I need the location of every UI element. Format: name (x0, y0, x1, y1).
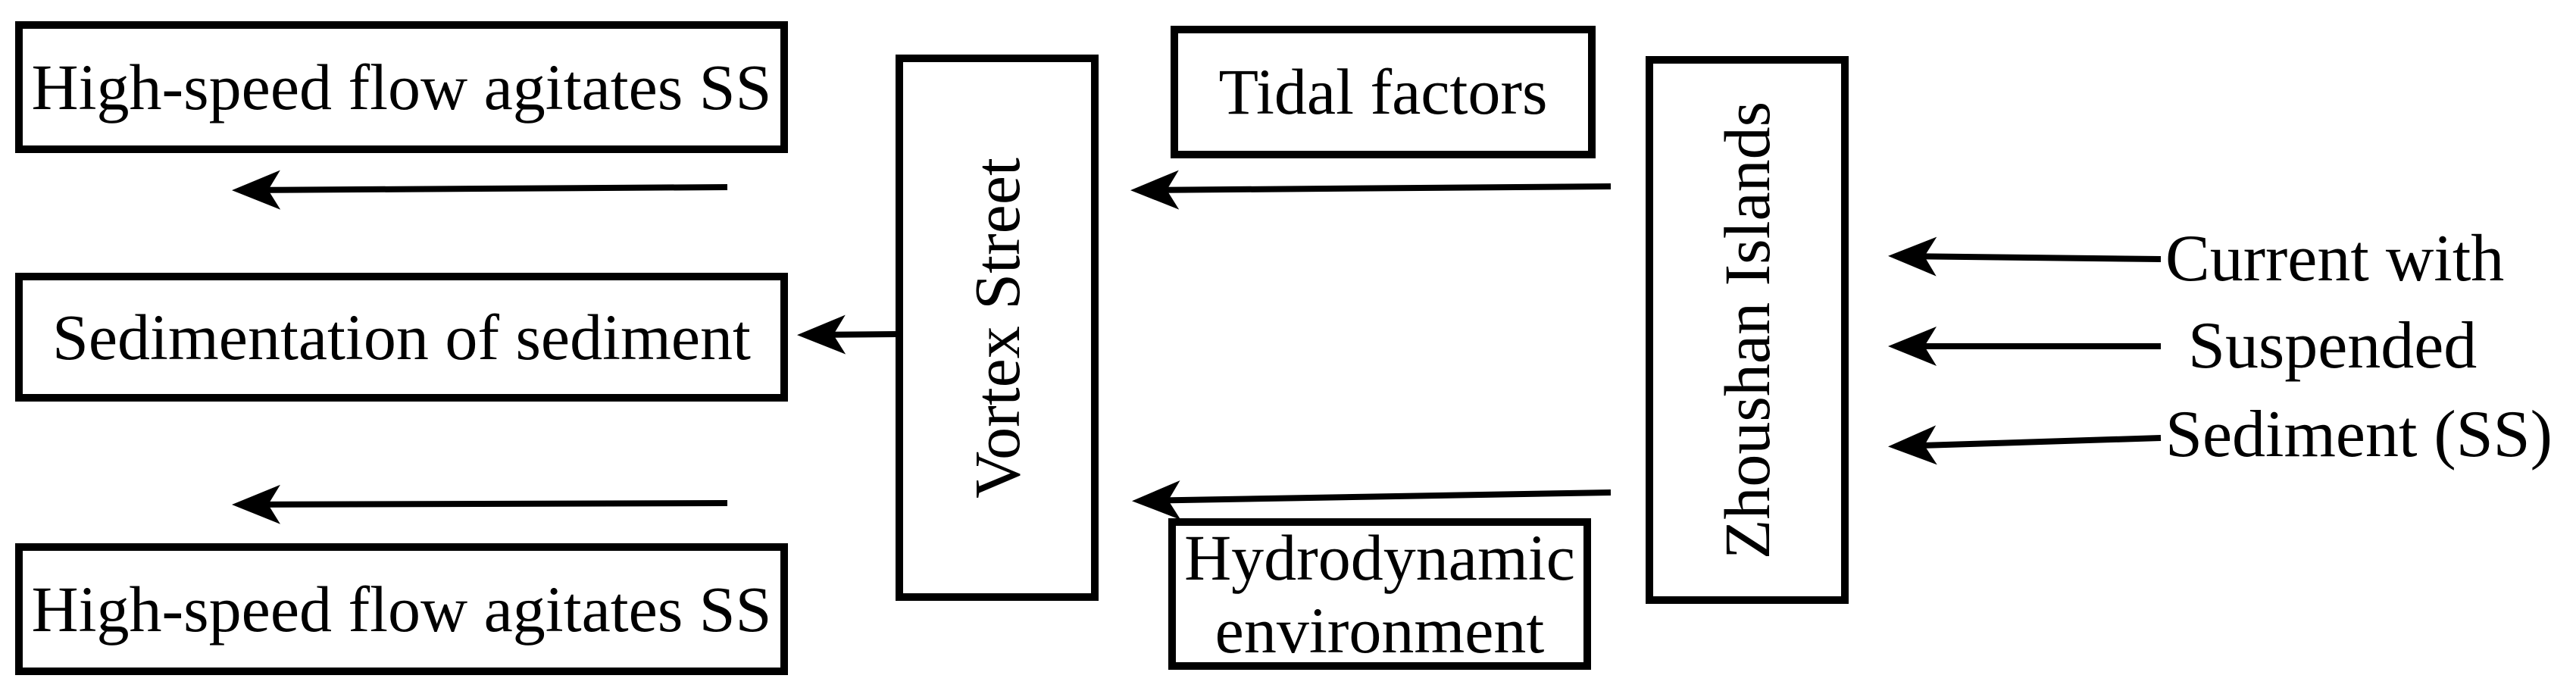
box-hydrodynamic-environment-label: Hydrodynamic environment (1184, 521, 1575, 667)
arrow-tidal-factors-to-vortex (1130, 170, 1612, 210)
box-vortex-street: Vortex Street (896, 55, 1099, 601)
arrow-vortex-to-high-speed-top (232, 170, 728, 210)
box-hydrodynamic-environment: Hydrodynamic environment (1168, 518, 1591, 670)
box-sedimentation-label: Sedimentation of sediment (52, 300, 751, 374)
arrow-hydrodynamic-to-vortex (1132, 480, 1612, 521)
arrow-current-to-zhoushan-1 (1888, 236, 2162, 277)
box-high-speed-top: High-speed flow agitates SS (15, 21, 788, 153)
box-tidal-factors-label: Tidal factors (1218, 55, 1548, 129)
box-zhoushan-islands-label: Zhoushan Islands (1711, 101, 1784, 559)
box-high-speed-top-label: High-speed flow agitates SS (31, 50, 772, 124)
box-sedimentation: Sedimentation of sediment (15, 273, 788, 402)
box-high-speed-bottom-label: High-speed flow agitates SS (31, 572, 772, 646)
box-vortex-street-label: Vortex Street (961, 157, 1033, 499)
box-tidal-factors: Tidal factors (1171, 26, 1596, 158)
current-label-line3: Sediment (SS) (2165, 398, 2553, 471)
box-high-speed-bottom: High-speed flow agitates SS (15, 543, 788, 675)
box-zhoushan-islands: Zhoushan Islands (1646, 56, 1849, 604)
arrow-vortex-to-high-speed-bottom (232, 484, 728, 524)
arrow-current-to-zhoushan-3 (1888, 425, 2162, 465)
current-label-line2: Suspended (2188, 309, 2478, 383)
arrow-vortex-to-sedimentation (797, 314, 898, 355)
current-label-line1: Current with (2165, 222, 2505, 295)
